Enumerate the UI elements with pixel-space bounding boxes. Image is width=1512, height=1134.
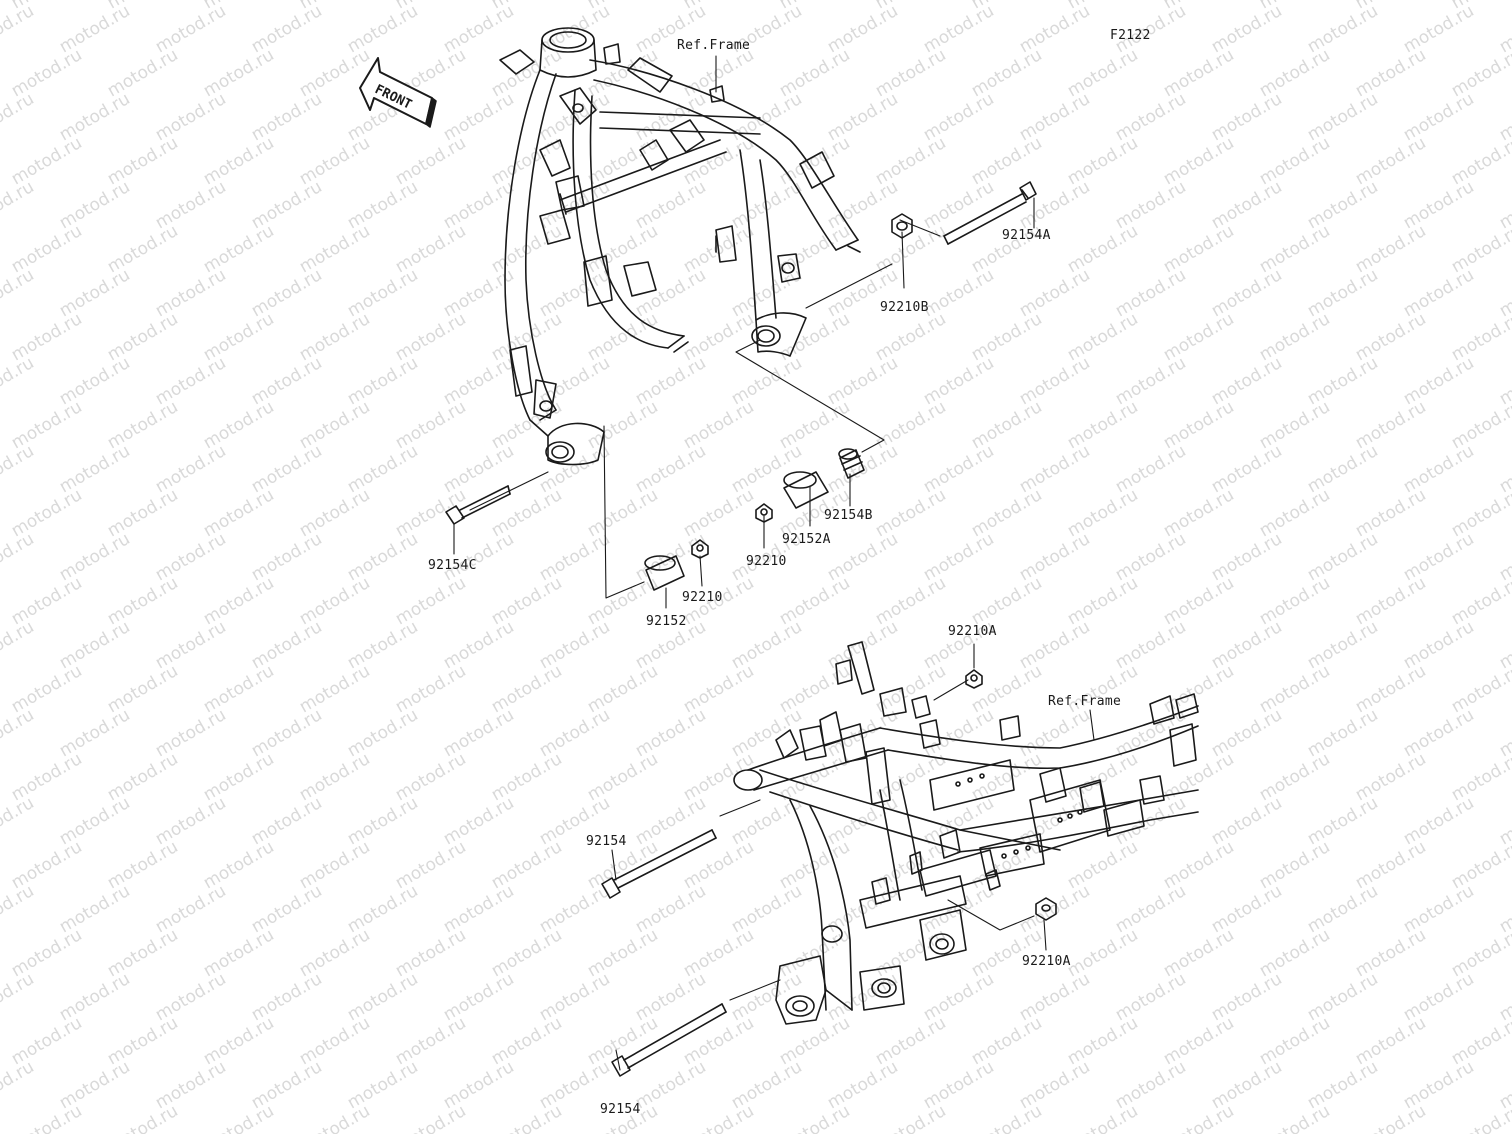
- front-arrow-icon: FRONT: [359, 57, 437, 128]
- part-label-92154-upper: 92154: [586, 834, 627, 849]
- figure-code: F2122: [1110, 28, 1151, 43]
- part-label-92210A-top: 92210A: [948, 624, 997, 639]
- lower-frame-drawing: [733, 641, 1199, 1025]
- nut-92210B-icon: [891, 213, 913, 239]
- nut-92210A-bottom-icon: [1035, 897, 1057, 921]
- spacer-92152A-icon: [783, 471, 829, 509]
- upper-leader-lines: [453, 55, 1035, 609]
- bolt-92154A-icon: [943, 181, 1037, 245]
- part-label-92210-left: 92210: [682, 590, 723, 605]
- part-label-92152A: 92152A: [782, 532, 831, 547]
- part-label-92154C: 92154C: [428, 558, 477, 573]
- bolt-92154-upper-icon: [601, 829, 717, 899]
- bolt-92154C-icon: [445, 485, 511, 525]
- lower-leader-lines: [611, 643, 1095, 1071]
- part-label-92154A: 92154A: [1002, 228, 1051, 243]
- upper-frame-drawing: [499, 27, 861, 466]
- part-label-92154-lower: 92154: [600, 1102, 641, 1117]
- part-label-92210A-bottom: 92210A: [1022, 954, 1071, 969]
- nut-92210-right-icon: [755, 503, 773, 523]
- spacer-92152-icon: [644, 555, 685, 591]
- part-label-92210B: 92210B: [880, 300, 929, 315]
- part-label-92210-right: 92210: [746, 554, 787, 569]
- ref-frame-label-bottom: Ref.Frame: [1048, 694, 1122, 709]
- part-label-92152: 92152: [646, 614, 687, 629]
- nut-92210-left-icon: [691, 539, 709, 559]
- ref-frame-label-top: Ref.Frame: [677, 38, 751, 53]
- bolt-92154-lower-icon: [611, 1003, 727, 1077]
- part-label-92154B: 92154B: [824, 508, 873, 523]
- nut-92210A-top-icon: [965, 669, 983, 689]
- collar-92154B-icon: [838, 448, 865, 479]
